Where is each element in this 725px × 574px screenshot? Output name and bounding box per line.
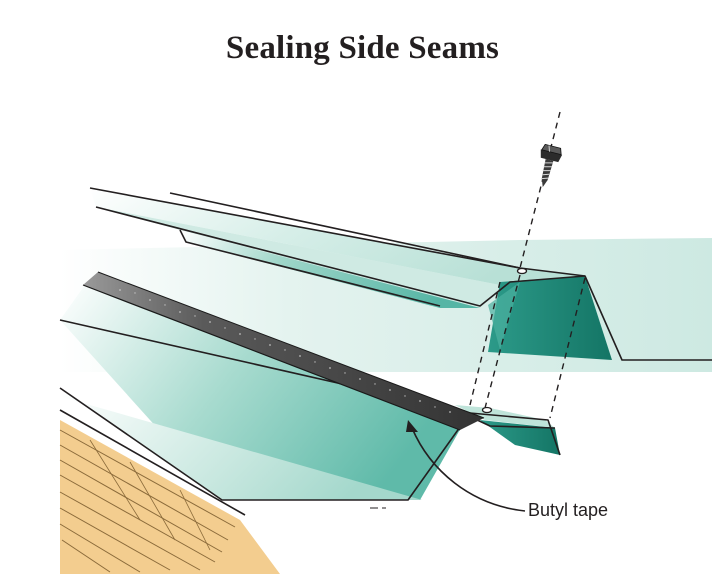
upper-panel [89,187,712,361]
fastener-holes [481,267,528,414]
butyl-tape-label: Butyl tape [528,500,609,520]
diagram-title: Sealing Side Seams [225,30,500,66]
wood-sheathing [59,409,280,574]
callout-leader [406,420,526,512]
lower-panel [59,285,561,509]
screw-icon [540,143,563,188]
butyl-tape [82,271,485,431]
alignment-lines [469,111,586,419]
